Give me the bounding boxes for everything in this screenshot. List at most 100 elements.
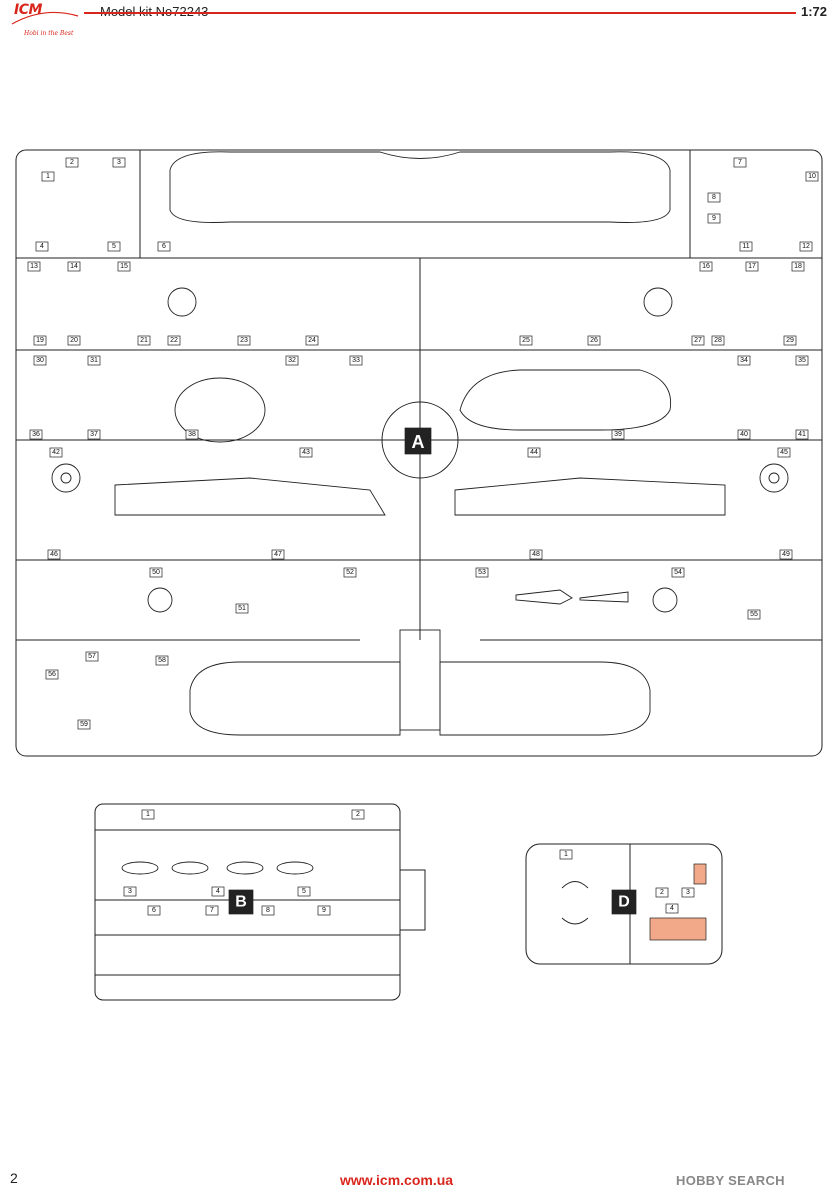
part-number-box [349, 355, 363, 366]
sprue-d-letter-box: D [611, 889, 637, 915]
part-number-label: 30 [36, 357, 44, 364]
part-number-label: 34 [740, 357, 748, 364]
part-number-label: 18 [794, 263, 802, 270]
part-number-box [41, 171, 55, 182]
part-number-box [112, 157, 126, 168]
part-number-box [123, 886, 137, 897]
part-number-label: 11 [742, 243, 749, 250]
part-number-label: 15 [120, 263, 128, 270]
part-number-label: 1 [46, 173, 50, 180]
part-number-box [745, 261, 759, 272]
part-number-label: 5 [302, 888, 306, 895]
part-number-box [747, 609, 761, 620]
part-number-box [87, 429, 101, 440]
part-number-box [795, 429, 809, 440]
part-number-box [117, 261, 131, 272]
part-number-label: 7 [210, 907, 214, 914]
part-number-label: 51 [238, 605, 246, 612]
part-number-box [711, 335, 725, 346]
part-number-label: 8 [712, 194, 716, 201]
part-number-box [149, 567, 163, 578]
fuselage-halves [114, 477, 726, 516]
part-number-box [147, 905, 161, 916]
sprue-a-letter: A [412, 432, 425, 452]
part-number-box [665, 903, 679, 914]
part-number-box [33, 335, 47, 346]
part-number-label: 3 [117, 159, 121, 166]
part-number-label: 27 [694, 337, 702, 344]
part-number-box [211, 886, 225, 897]
part-number-box [285, 355, 299, 366]
part-number-label: 44 [530, 449, 538, 456]
part-number-label: 29 [786, 337, 794, 344]
part-number-box [35, 241, 49, 252]
part-number-box [85, 651, 99, 662]
part-number-box [475, 567, 489, 578]
part-number-label: 24 [308, 337, 316, 344]
part-number-box [783, 335, 797, 346]
part-number-label: 50 [152, 569, 160, 576]
part-number-box [27, 261, 41, 272]
sprue-b-frame [94, 803, 426, 1001]
part-number-box [707, 192, 721, 203]
part-number-label: 7 [738, 159, 742, 166]
part-number-label: 40 [740, 431, 748, 438]
part-number-label: 55 [750, 611, 758, 618]
part-number-box [47, 549, 61, 560]
scale-label: 1:72 [800, 4, 827, 19]
part-number-label: 59 [80, 721, 88, 728]
part-number-label: 4 [670, 905, 674, 912]
part-number-box [29, 429, 43, 440]
brand-slogan: Hobi in the Best [24, 30, 74, 37]
tail-surfaces [174, 369, 672, 443]
page-number: 2 [10, 1170, 18, 1186]
part-number-label: 3 [686, 889, 690, 896]
part-number-box [77, 719, 91, 730]
part-number-label: 19 [36, 337, 44, 344]
part-number-label: 2 [70, 159, 74, 166]
part-number-box [799, 241, 813, 252]
part-number-label: 47 [274, 551, 282, 558]
part-number-label: 2 [356, 811, 360, 818]
part-number-label: 4 [40, 243, 44, 250]
brand-name: ICM [14, 2, 42, 18]
part-number-box [65, 157, 79, 168]
part-number-box [611, 429, 625, 440]
part-number-box [737, 355, 751, 366]
part-number-box [805, 171, 819, 182]
part-number-label: 36 [32, 431, 40, 438]
header-divider [84, 12, 796, 14]
part-number-label: 41 [798, 431, 806, 438]
part-number-box [671, 567, 685, 578]
part-number-box [317, 905, 331, 916]
part-number-label: 45 [780, 449, 788, 456]
part-number-label: 10 [808, 173, 816, 180]
bomb-parts [121, 861, 314, 875]
part-number-box [235, 603, 249, 614]
part-number-label: 58 [158, 657, 166, 664]
part-number-box [237, 335, 251, 346]
part-number-box [157, 241, 171, 252]
part-number-label: 12 [802, 243, 810, 250]
footer-url: www.icm.com.ua [340, 1172, 454, 1188]
sprue-d-letter: D [618, 894, 630, 911]
sprue-d-parts [561, 863, 707, 941]
part-number-box [45, 669, 59, 680]
part-number-label: 57 [88, 653, 96, 660]
part-number-box [67, 335, 81, 346]
part-number-label: 9 [322, 907, 326, 914]
part-number-label: 49 [782, 551, 790, 558]
part-number-label: 22 [170, 337, 178, 344]
part-number-label: 8 [266, 907, 270, 914]
part-number-box [137, 335, 151, 346]
part-number-box [527, 447, 541, 458]
part-number-label: 21 [140, 337, 148, 344]
model-kit-title: Model kit No72243 [100, 4, 208, 19]
part-number-box [87, 355, 101, 366]
lower-wing-part [189, 629, 651, 736]
